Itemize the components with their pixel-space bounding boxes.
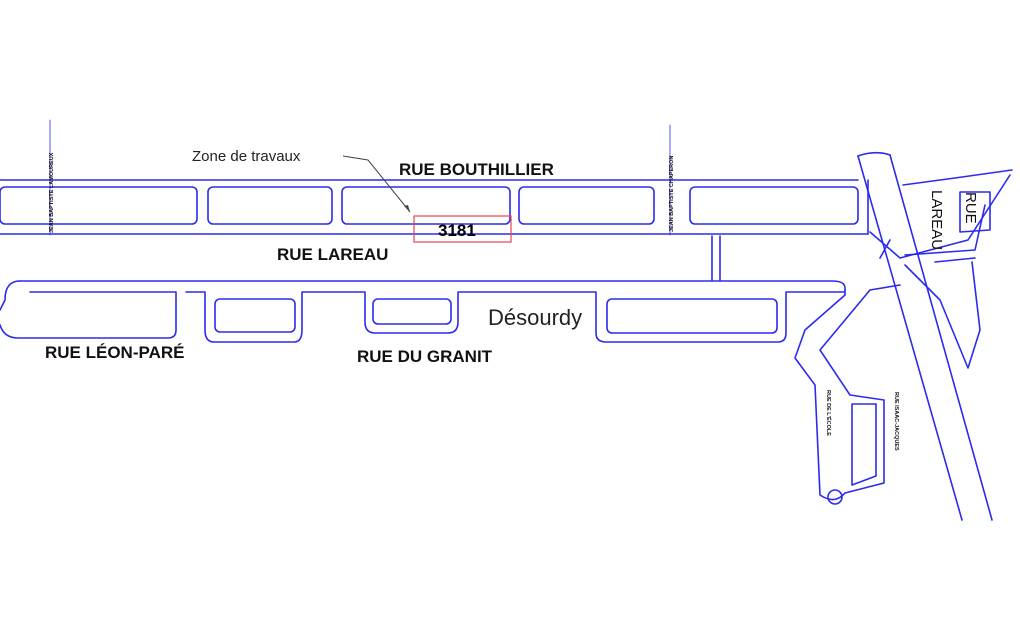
label-rue-lareau: RUE LAREAU (277, 245, 388, 264)
label-desourdy: Désourdy (488, 305, 582, 330)
label-lareau-vertical: LAREAU (928, 190, 945, 250)
diagonal-highway (857, 151, 1013, 521)
desourdy-loop (794, 284, 901, 505)
label-rue-vertical: RUE (962, 192, 979, 224)
median-islands (0, 186, 859, 225)
rue-lareau-road (0, 280, 846, 343)
label-rue-leon-pare: RUE LÉON-PARÉ (45, 343, 184, 362)
callout-label: Zone de travaux (192, 148, 301, 165)
work-zone-number: 3181 (438, 221, 476, 240)
label-rue-bouthillier: RUE BOUTHILLIER (399, 160, 554, 179)
callout-leader (342, 155, 411, 213)
label-rue-de-l-ecole: RUE DE L'ÉCOLE (825, 390, 833, 436)
label-chaperon: JEAN BAPTISTE CHAPERON (669, 156, 675, 232)
parking-connector (711, 235, 721, 281)
rue-bouthillier-road (0, 179, 869, 235)
label-rue-du-granit: RUE DU GRANIT (357, 347, 493, 366)
work-zone-box (413, 215, 512, 243)
label-rue-isaac-jacques: RUE ISAAC-JACQUES (893, 392, 899, 451)
label-lamoureux: JEAN BAPTISTE LAMOUREUX (49, 152, 55, 233)
